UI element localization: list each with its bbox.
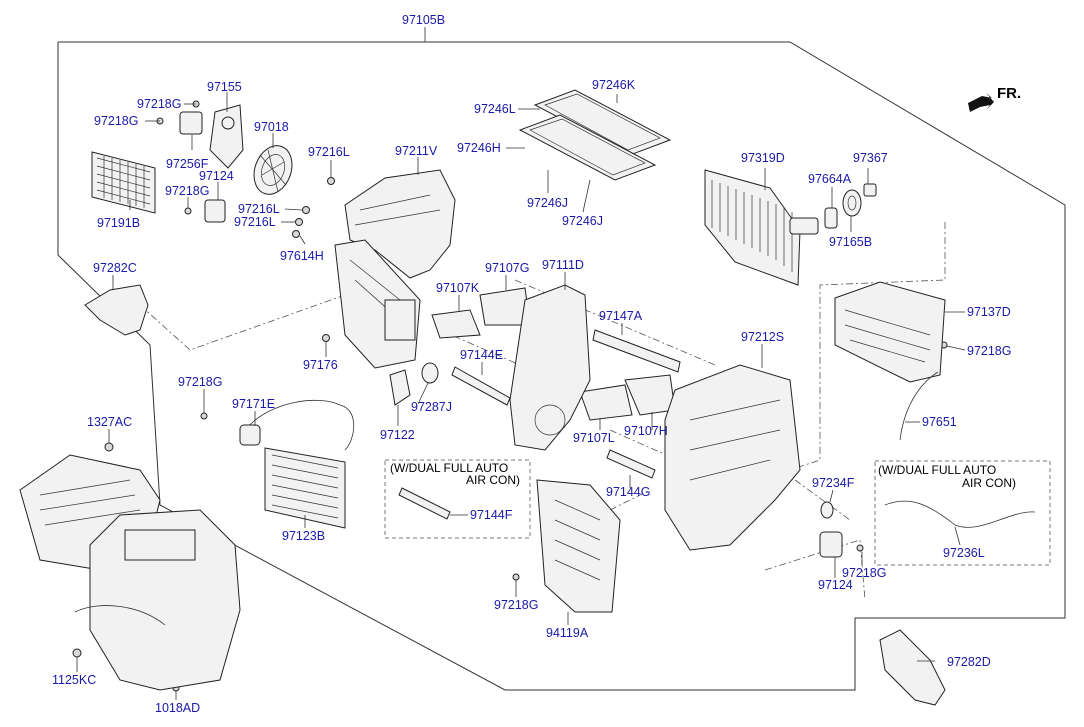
label-97282c: 97282C (93, 261, 137, 275)
label-97165b: 97165B (829, 235, 873, 249)
label-97212s: 97212S (741, 330, 785, 344)
fan-97018-shape (253, 145, 293, 195)
option-box-97144f (384, 459, 531, 539)
duct-97282c-shape (84, 284, 149, 336)
filter-97191b-shape (91, 151, 156, 214)
label-97256f: 97256F (166, 157, 209, 171)
label-97123b: 97123B (282, 529, 326, 543)
label-97216l-b: 97216L (238, 202, 280, 216)
label-94119a: 94119A (546, 626, 589, 640)
linkages-shape (398, 329, 681, 520)
core-97123b-shape (264, 447, 346, 529)
label-97216l-c: 97216L (234, 215, 276, 229)
label-97218g-e: 97218G (178, 375, 223, 389)
label-97144g: 97144G (606, 485, 651, 499)
housing-97212s-shape (664, 364, 801, 551)
label-97218g-c: 97218G (165, 184, 210, 198)
bracket-97155-shape (209, 104, 244, 169)
label-97664a: 97664A (808, 172, 852, 186)
leader-lines (76, 92, 966, 700)
housing-97211v-shape (334, 169, 456, 369)
label-97246j-b: 97246J (562, 214, 604, 228)
label-97147a: 97147A (599, 309, 643, 323)
label-97122: 97122 (380, 428, 415, 442)
label-97614h: 97614H (280, 249, 324, 263)
doors-97107-shape (431, 287, 676, 421)
label-1125kc: 1125KC (52, 673, 97, 687)
housing-97111d-shape (509, 284, 591, 451)
label-97111d: 97111D (542, 258, 584, 272)
label-97218g-f: 97218G (842, 566, 887, 580)
label-97107h: 97107H (624, 424, 668, 438)
label-97144e: 97144E (460, 348, 504, 362)
label-97319d: 97319D (741, 151, 785, 165)
seals-97246-shape (518, 89, 672, 181)
label-1018ad: 1018AD (155, 701, 201, 715)
option-note-2-line2: AIR CON) (962, 476, 1016, 490)
label-97107l: 97107L (573, 431, 615, 445)
label-97218g-b: 97218G (94, 114, 139, 128)
label-97124-b: 97124 (818, 578, 853, 592)
duct-97282d-shape (879, 629, 946, 706)
label-97144f: 97144F (470, 508, 513, 522)
label-97211v: 97211V (395, 144, 438, 158)
gaskets-shape (824, 183, 877, 229)
label-97218g-d: 97218G (967, 344, 1012, 358)
front-direction-arrow (968, 93, 994, 112)
option-note-2-line1: (W/DUAL FULL AUTO (878, 463, 997, 477)
complete-hvac-assembly-shape (19, 454, 241, 691)
label-97651: 97651 (922, 415, 957, 429)
label-97137d: 97137D (967, 305, 1011, 319)
actuator-97124-shape (204, 199, 226, 223)
label-97287j: 97287J (411, 400, 453, 414)
hose-97651-shape (899, 371, 939, 441)
actuator-97256f-shape (179, 111, 203, 135)
label-97176: 97176 (303, 358, 338, 372)
label-97246k: 97246K (592, 78, 636, 92)
panel-94119a-shape (536, 479, 621, 613)
pipes-shape (239, 362, 439, 451)
label-97171e: 97171E (232, 397, 276, 411)
label-97218g-g: 97218G (494, 598, 539, 612)
label-1327ac: 1327AC (87, 415, 133, 429)
label-97236l: 97236L (943, 546, 985, 560)
label-97367: 97367 (853, 151, 888, 165)
label-97191b: 97191B (97, 216, 141, 230)
option-note-1-line1: (W/DUAL FULL AUTO (390, 461, 509, 475)
label-97216l-a: 97216L (308, 145, 350, 159)
option-box-97236l (874, 460, 1051, 566)
hose-97236l-shape (884, 500, 1036, 528)
label-97246h: 97246H (457, 141, 501, 155)
core-97319d-shape (704, 169, 819, 286)
label-97234f: 97234F (812, 476, 855, 490)
label-97282d: 97282D (947, 655, 991, 669)
case-97137d-shape (834, 281, 946, 383)
label-97018: 97018 (254, 120, 289, 134)
label-97124-a: 97124 (199, 169, 234, 183)
label-97246l: 97246L (474, 102, 516, 116)
label-97218g-a: 97218G (137, 97, 182, 111)
option-note-1-line2: AIR CON) (466, 473, 520, 487)
label-97107k: 97107K (436, 281, 480, 295)
lower-right-parts-shape (819, 501, 843, 558)
label-97246j-a: 97246J (527, 196, 569, 210)
label-97105b: 97105B (402, 13, 446, 27)
label-97155: 97155 (207, 80, 242, 94)
fastener-shapes (72, 100, 948, 692)
label-97107g: 97107G (485, 261, 530, 275)
front-direction-label: FR. (997, 85, 1022, 102)
